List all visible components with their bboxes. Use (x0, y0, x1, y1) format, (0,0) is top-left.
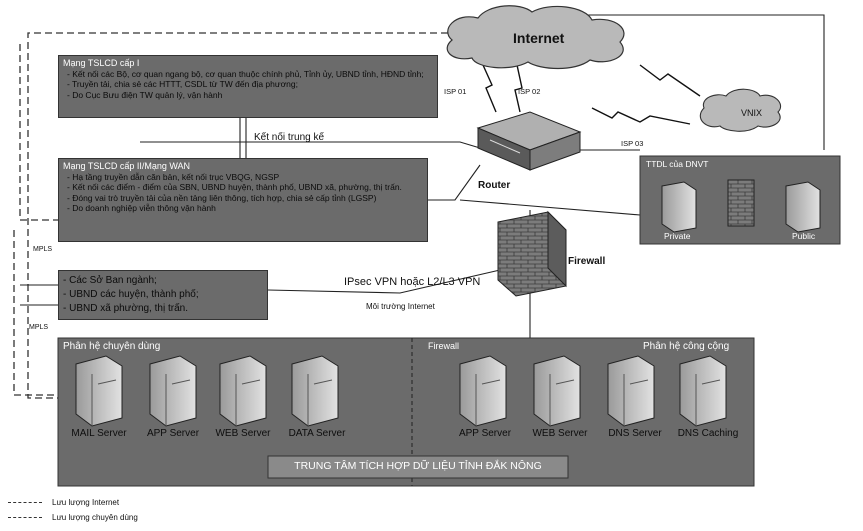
legend-internet-label: Lưu lượng Internet (52, 498, 120, 507)
server-label: DNS Caching (677, 428, 739, 439)
server-icon-detail (165, 374, 191, 426)
internet-cloud (446, 5, 625, 70)
server-icon-detail (235, 374, 261, 426)
ttdl-public-label: Public (792, 231, 816, 241)
internet-env-label: Môi trường Internet (366, 302, 435, 311)
firewall-label: Firewall (568, 256, 606, 267)
server-label: WEB Server (532, 428, 588, 439)
left-server-icons (75, 355, 339, 427)
right-server-icons (459, 355, 727, 427)
vpn-label: IPsec VPN hoặc L2/L3 VPN (344, 276, 481, 288)
center-banner-text: TRUNG TÂM TÍCH HỢP DỮ LIỆU TỈNH ĐẮK NÔNG (294, 460, 542, 472)
server-icon (459, 355, 507, 427)
server-icon-detail (307, 374, 333, 426)
server-label: APP Server (146, 428, 200, 439)
mpls-label-2: MPLS (29, 324, 49, 331)
router-label: Router (478, 180, 511, 191)
legend-dedicated: Lưu lượng chuyên dùng (8, 513, 138, 522)
internet-label: Internet (513, 30, 565, 46)
server-icon-detail (91, 374, 117, 426)
tslcd-level-1-item: Do Cục Bưu điện TW quản lý, vận hành (67, 90, 433, 101)
tslcd-level-1-item: Truyền tải, chia sẻ các HTTT, CSDL từ TW… (67, 79, 433, 90)
ttdl-title: TTDL của DNVT (646, 159, 709, 169)
server-icon-detail (695, 374, 721, 426)
ttdl-servers (661, 181, 821, 233)
server-label: WEB Server (215, 428, 271, 439)
server-icon (149, 355, 197, 427)
departments-item: UBND các huyện, thành phố; (63, 288, 263, 302)
server-icon-detail (549, 374, 575, 426)
isp-02-label: ISP 02 (518, 87, 541, 96)
server-icon (219, 355, 267, 427)
legend-internet: Lưu lượng Internet (8, 498, 119, 507)
tslcd-level-2-box: Mạng TSLCD cấp II/Mạng WAN Hạ tầng truyề… (58, 158, 428, 242)
trunk-connection-label: Kết nối trung kế (254, 132, 325, 143)
center-right-title: Phân hệ công cộng (643, 341, 730, 352)
tslcd-level-2-item: Kết nối các điểm - điểm của SBN, UBND hu… (67, 182, 423, 193)
center-left-title: Phân hệ chuyên dùng (63, 341, 161, 352)
legend-dash (8, 517, 42, 518)
tslcd-level-2-item: Đóng vai trò truyền tải của nền tảng liê… (67, 193, 423, 204)
server-label: MAIL Server (71, 428, 127, 439)
server-label: DATA Server (288, 428, 346, 439)
legend-dedicated-label: Lưu lượng chuyên dùng (52, 513, 138, 522)
tslcd-level-2-item: Hạ tầng truyền dẫn căn bản, kết nối trục… (67, 172, 423, 183)
isp-links (482, 64, 701, 125)
tslcd-level-2-item: Do doanh nghiệp viễn thông vận hành (67, 203, 423, 214)
ttdl-firewall-icon (727, 179, 755, 227)
vnix-label: VNIX (741, 108, 763, 118)
banner-box (267, 455, 569, 479)
isp-03-label: ISP 03 (621, 139, 644, 148)
tslcd-level-1-item: Kết nối các Bộ, cơ quan ngang bộ, cơ qua… (67, 69, 433, 80)
tslcd-level-1-box: Mạng TSLCD cấp I Kết nối các Bộ, cơ quan… (58, 55, 438, 118)
departments-item: UBND xã phường, thị trấn. (63, 302, 263, 316)
ttdl-private-label: Private (664, 231, 691, 241)
tslcd-level-1-title: Mạng TSLCD cấp I (63, 58, 140, 68)
legend-dash (8, 502, 42, 503)
isp-01-label: ISP 01 (444, 87, 467, 96)
server-icon (291, 355, 339, 427)
firewall-icon (497, 210, 567, 297)
departments-item: Các Sở Ban ngành; (63, 274, 263, 288)
server-icon-detail (475, 374, 501, 426)
center-firewall-label: Firewall (428, 341, 460, 351)
vnix-cloud (699, 88, 782, 132)
server-label: DNS Server (608, 428, 662, 439)
tslcd-level-2-title: Mạng TSLCD cấp II/Mạng WAN (63, 161, 191, 171)
dashed-links (13, 32, 470, 399)
server-icon (75, 355, 123, 427)
server-icon (679, 355, 727, 427)
departments-box: Các Sở Ban ngành; UBND các huyện, thành … (58, 270, 268, 320)
router-icon (476, 111, 582, 171)
server-icon-detail (623, 374, 649, 426)
mpls-label-1: MPLS (33, 246, 53, 253)
server-label: APP Server (458, 428, 512, 439)
server-icon (607, 355, 655, 427)
server-icon (533, 355, 581, 427)
